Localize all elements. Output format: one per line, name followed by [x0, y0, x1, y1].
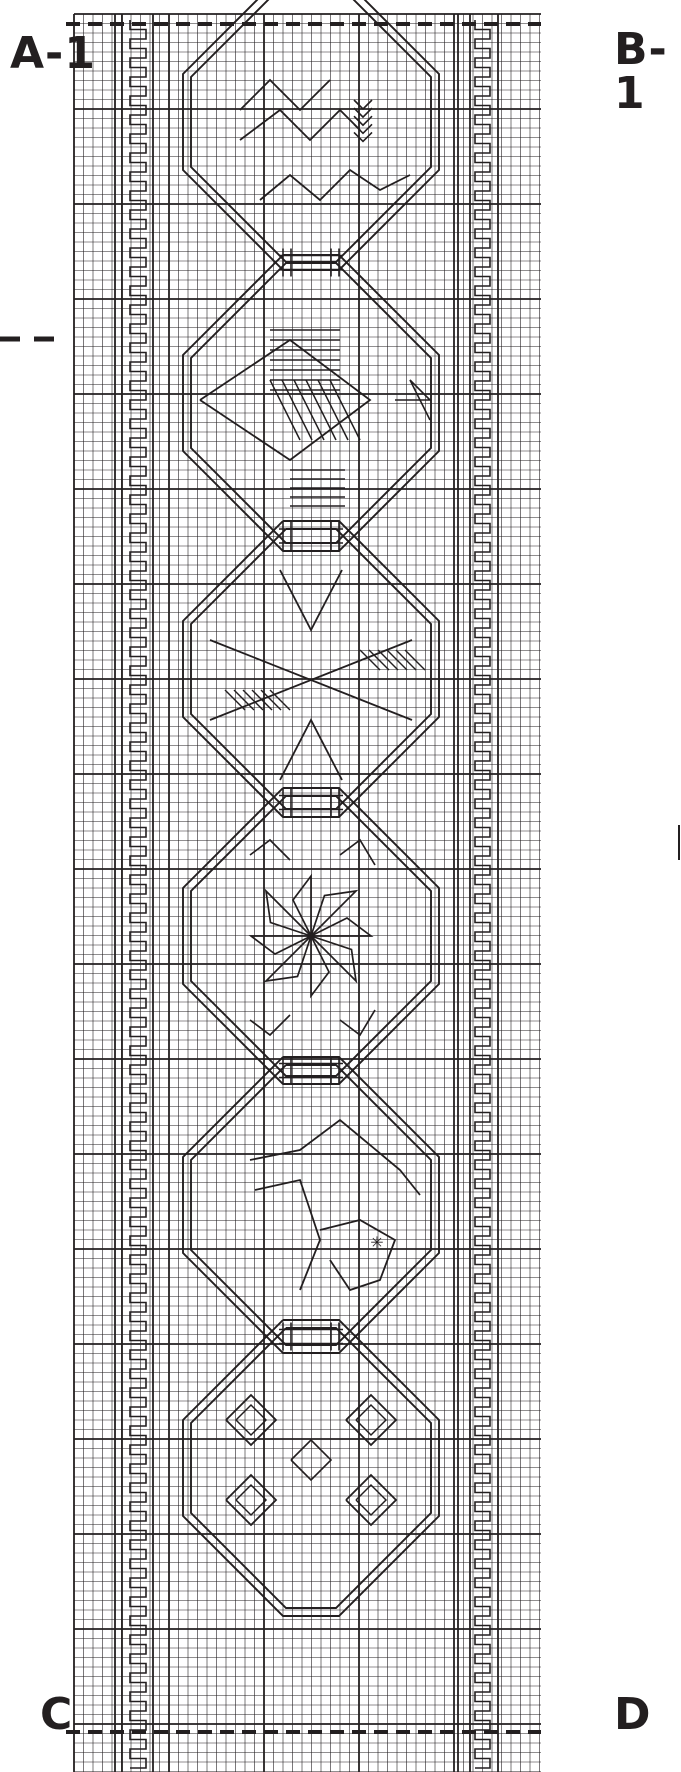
butterfly-motif [252, 690, 272, 710]
octagon-frame-outer [183, 1320, 439, 1616]
fish-motif [294, 380, 324, 440]
fish-motif [282, 380, 312, 440]
horse-motif [320, 1220, 395, 1290]
fish-motif [395, 380, 430, 420]
border-zigzag [130, 20, 146, 1768]
flower-motif [266, 936, 311, 981]
fish-motif [270, 380, 300, 440]
flower-motif [340, 1010, 375, 1035]
corner-label-b1: B-1 [614, 28, 681, 116]
octagon-frame-inner [191, 263, 431, 543]
knot-motif [291, 1440, 331, 1480]
border-left [115, 14, 153, 1772]
horse-motif [250, 1120, 420, 1195]
octagon-frame-inner [191, 1328, 431, 1608]
octagon-frame-outer [183, 521, 439, 817]
chart-grid-fine [74, 14, 541, 1772]
fish-motif [318, 380, 348, 440]
octagon-frame-inner [191, 529, 431, 809]
knot-motif [346, 1475, 396, 1525]
octagon-frame-inner [191, 1065, 431, 1345]
corner-label-c: C [40, 1693, 73, 1737]
octagon-frames [183, 0, 439, 1616]
fish-motif [200, 340, 370, 460]
flower-motif [340, 840, 375, 865]
butterfly-motif [280, 720, 342, 780]
octagon-frame-outer [183, 0, 439, 270]
octagon-frame-outer [183, 1057, 439, 1353]
corner-label-a1: A-1 [10, 32, 96, 76]
asterisk-mark: ✳ [370, 1233, 383, 1252]
lizard-motif [240, 80, 330, 110]
lizard-motif [354, 100, 372, 109]
knot-motif [356, 1485, 386, 1515]
chart-grid-major [74, 14, 541, 1772]
butterfly-motif [225, 690, 245, 710]
lizard-motif [240, 110, 360, 140]
corner-label-d: D [614, 1693, 652, 1737]
knot-motif [226, 1475, 276, 1525]
knot-motif [236, 1485, 266, 1515]
butterfly-motif [280, 570, 342, 630]
flower-motif [250, 1015, 290, 1035]
